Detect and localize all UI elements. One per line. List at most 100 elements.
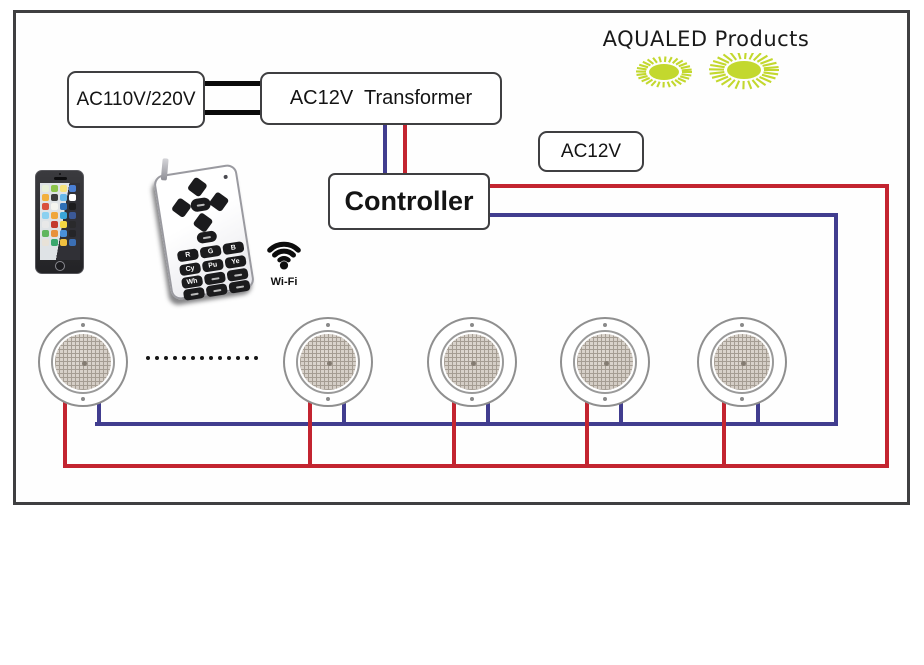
brand-logo-text: AQUALED Products (602, 27, 810, 51)
ellipsis-dots (146, 356, 258, 360)
light-center-dot (604, 361, 609, 366)
phone-app-icon (41, 220, 49, 228)
dot (254, 356, 258, 360)
light-blue-drop-wire (619, 398, 623, 426)
blue-wire-horizontal (490, 213, 838, 217)
controller-box: Controller (328, 173, 490, 230)
light-screw-top (326, 323, 330, 327)
remote-button-label: Wh (186, 277, 199, 287)
remote-led-dot (223, 174, 228, 180)
phone-app-icon (50, 229, 58, 237)
light-red-drop-wire (308, 398, 312, 468)
phone-app-icon (41, 238, 49, 246)
blue-wire-vertical (834, 213, 838, 426)
transformer-label: AC12V Transformer (289, 87, 473, 109)
phone-app-icon (68, 238, 76, 246)
phone-camera-icon (59, 173, 61, 175)
red-wire-bus (63, 464, 889, 468)
light-red-drop-wire (585, 398, 589, 468)
phone-app-icon (68, 211, 76, 219)
phone-screen (40, 183, 80, 260)
remote-button-label: Ye (230, 257, 241, 267)
dot (200, 356, 204, 360)
phone-app-icon (50, 211, 58, 219)
phone-speaker (54, 177, 67, 180)
phone-app-icon (50, 220, 58, 228)
light-center-dot (327, 361, 332, 366)
light-blue-drop-wire (97, 398, 101, 426)
phone-app-icon (68, 229, 76, 237)
blue-wire-bus (95, 422, 838, 426)
phone-app-icon (50, 202, 58, 210)
dot (209, 356, 213, 360)
pool-light (427, 317, 517, 407)
remote-button: B (222, 241, 245, 256)
remote-dpad-up-button (186, 176, 208, 198)
remote-button-label (233, 273, 241, 276)
phone-app-icon (50, 238, 58, 246)
light-screw-bottom (326, 397, 330, 401)
remote-button-label (235, 285, 243, 288)
light-screw-bottom (740, 397, 744, 401)
phone-app-icon (41, 184, 49, 192)
light-blue-drop-wire (756, 398, 760, 426)
remote-dpad-right-button (208, 191, 230, 213)
sunburst-logo-graphic (616, 53, 796, 90)
remote-button: R (176, 248, 200, 263)
phone-app-icon (59, 238, 67, 246)
light-center-dot (741, 361, 746, 366)
remote-button-label: R (184, 251, 191, 260)
light-blue-drop-wire (486, 398, 490, 426)
dot (155, 356, 159, 360)
phone-app-icon (41, 229, 49, 237)
red-wire-horizontal (490, 184, 889, 188)
phone-app-icon (41, 211, 49, 219)
phone-app-icon (50, 193, 58, 201)
phone-app-icon (41, 202, 49, 210)
light-screw-bottom (470, 397, 474, 401)
light-center-dot (471, 361, 476, 366)
remote-power-button (196, 230, 218, 245)
controller-label: Controller (344, 186, 474, 216)
pool-light (283, 317, 373, 407)
phone-app-icon (59, 202, 67, 210)
pool-light (560, 317, 650, 407)
remote-button: G (199, 244, 222, 259)
light-screw-top (470, 323, 474, 327)
transformer-controller-wire-blue (383, 125, 387, 175)
light-screw-top (740, 323, 744, 327)
dot (236, 356, 240, 360)
light-screw-top (81, 323, 85, 327)
dot (164, 356, 168, 360)
remote-button-label: G (207, 247, 214, 256)
remote-button-label (211, 277, 219, 280)
remote-button-label (213, 289, 221, 292)
light-blue-drop-wire (342, 398, 346, 426)
ac-connector-top (203, 81, 262, 86)
remote-button-label: Cy (185, 264, 196, 274)
pool-light (38, 317, 128, 407)
phone-home-button (55, 261, 65, 271)
phone-app-icon (68, 193, 76, 201)
light-screw-bottom (603, 397, 607, 401)
ac-connector-bottom (203, 110, 262, 115)
remote-button-label (190, 292, 198, 295)
dot (218, 356, 222, 360)
phone-app-icon (59, 184, 67, 192)
remote-button: Pu (201, 258, 225, 273)
ac-input-label: AC110V/220V (76, 88, 196, 110)
wifi-icon (267, 241, 301, 270)
phone-app-icon (50, 184, 58, 192)
sunburst-svg (635, 53, 779, 90)
pool-light (697, 317, 787, 407)
transformer-controller-wire-red (403, 125, 407, 175)
ac12v-box: AC12V (538, 131, 644, 172)
wifi-block: Wi-Fi (256, 226, 312, 288)
remote-button-label: B (230, 244, 237, 252)
remote-dpad-center-button (189, 196, 212, 213)
light-screw-top (603, 323, 607, 327)
light-red-drop-wire (722, 398, 726, 468)
light-red-drop-wire (452, 398, 456, 468)
phone-app-icon (59, 211, 67, 219)
phone-app-icon (41, 193, 49, 201)
